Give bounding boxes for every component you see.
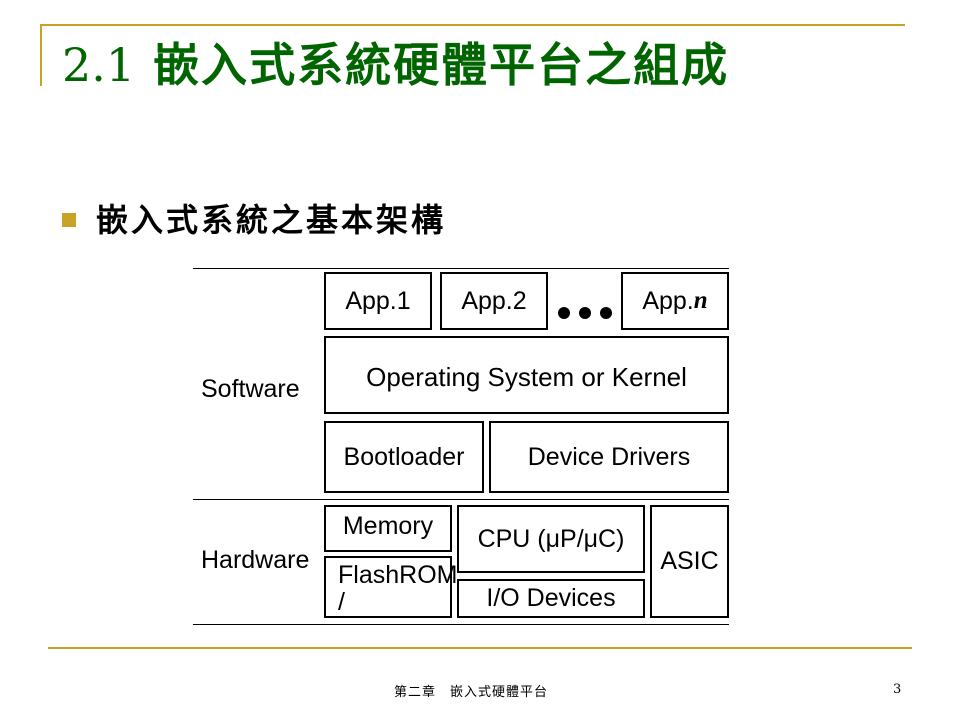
app-n-suffix: n <box>693 287 708 314</box>
diagram-top-line <box>193 268 729 269</box>
ellipsis-dot-icon <box>600 307 612 319</box>
footer-line <box>48 647 912 649</box>
bullet-square-icon <box>62 213 76 227</box>
diagram-bottom-line <box>193 624 729 625</box>
device-drivers-box: Device Drivers <box>489 421 729 493</box>
flash-rom-line2: ROM <box>399 561 458 589</box>
slide-title: 2.1 嵌入式系統硬體平台之組成 <box>62 30 729 100</box>
os-kernel-box: Operating System or Kernel <box>324 336 729 414</box>
app-1-box: App.1 <box>324 272 432 330</box>
bullet-text: 嵌入式系統之基本架構 <box>96 201 447 239</box>
app-2-box: App.2 <box>440 272 548 330</box>
memory-box: Memory <box>324 505 452 552</box>
io-devices-box: I/O Devices <box>457 579 645 618</box>
software-label: Software <box>201 375 300 403</box>
app-n-box: App.n <box>621 272 729 330</box>
flash-rom-box: Flash / ROM <box>324 556 457 618</box>
ellipsis-dot-icon <box>579 307 591 319</box>
app-n-prefix: App. <box>642 286 694 315</box>
title-text: 嵌入式系統硬體平台之組成 <box>153 38 730 92</box>
bootloader-box: Bootloader <box>324 421 484 493</box>
ellipsis-dot-icon <box>558 307 570 319</box>
title-number: 2.1 <box>62 38 136 92</box>
top-frame-line <box>40 24 905 26</box>
left-frame-line <box>40 24 42 86</box>
cpu-box: CPU (μP/μC) <box>457 505 645 573</box>
asic-box: ASIC <box>650 505 729 618</box>
page-number: 3 <box>893 682 902 697</box>
software-hardware-divider <box>193 499 729 500</box>
hardware-label: Hardware <box>201 546 310 574</box>
flash-rom-line1: Flash / <box>338 561 400 616</box>
footer-chapter: 第二章 嵌入式硬體平台 <box>394 685 549 700</box>
